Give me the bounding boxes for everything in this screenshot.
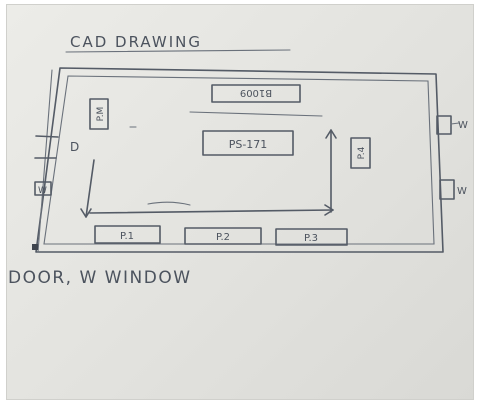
left-window-label: W bbox=[38, 186, 47, 196]
bottom-horizontal-arrow bbox=[89, 209, 334, 214]
left-component-box bbox=[89, 98, 109, 130]
bottom-box-1 bbox=[94, 225, 161, 244]
bottom-arrow-annotation bbox=[147, 201, 191, 206]
top-component-box bbox=[211, 84, 301, 103]
right-component-box bbox=[350, 137, 371, 169]
bottom-box-3 bbox=[275, 228, 348, 246]
left-component-label: P.M bbox=[96, 107, 106, 122]
outer-wall bbox=[35, 67, 444, 253]
left-arrowhead bbox=[80, 208, 92, 218]
door-marker-label: D bbox=[70, 140, 79, 154]
bottom-box-1-label: P.1 bbox=[120, 231, 134, 242]
inner-wall bbox=[43, 75, 435, 245]
right-component-label: P.4 bbox=[357, 146, 367, 159]
right-window-upper-label: W bbox=[458, 120, 468, 131]
legend-text: DOOR, W WINDOW bbox=[8, 268, 192, 288]
left-window-marker bbox=[34, 181, 52, 196]
right-window-marker-upper bbox=[436, 115, 452, 135]
right-window-marker-lower bbox=[439, 179, 455, 200]
left-wall-extension bbox=[37, 69, 53, 253]
right-window-lower-label: W bbox=[457, 186, 467, 197]
center-component-box bbox=[202, 130, 294, 156]
door-line-upper bbox=[35, 135, 59, 138]
right-window-upper-tick bbox=[450, 122, 460, 125]
bottom-box-2-label: P.2 bbox=[216, 232, 230, 243]
corner-mark bbox=[32, 244, 38, 250]
bottom-arrowhead bbox=[324, 204, 334, 216]
center-component-label: PS-171 bbox=[229, 138, 268, 151]
top-dimension-line bbox=[189, 111, 323, 117]
top-component-label: B1009 bbox=[240, 87, 272, 98]
drawing-title: CAD DRAWING bbox=[70, 33, 202, 51]
bottom-box-2 bbox=[184, 227, 262, 245]
left-vertical-arrow bbox=[85, 159, 95, 218]
right-arrowhead bbox=[325, 129, 337, 139]
paper-sheet bbox=[6, 4, 474, 400]
bottom-box-3-label: P.3 bbox=[304, 233, 318, 244]
title-underline bbox=[65, 49, 291, 53]
